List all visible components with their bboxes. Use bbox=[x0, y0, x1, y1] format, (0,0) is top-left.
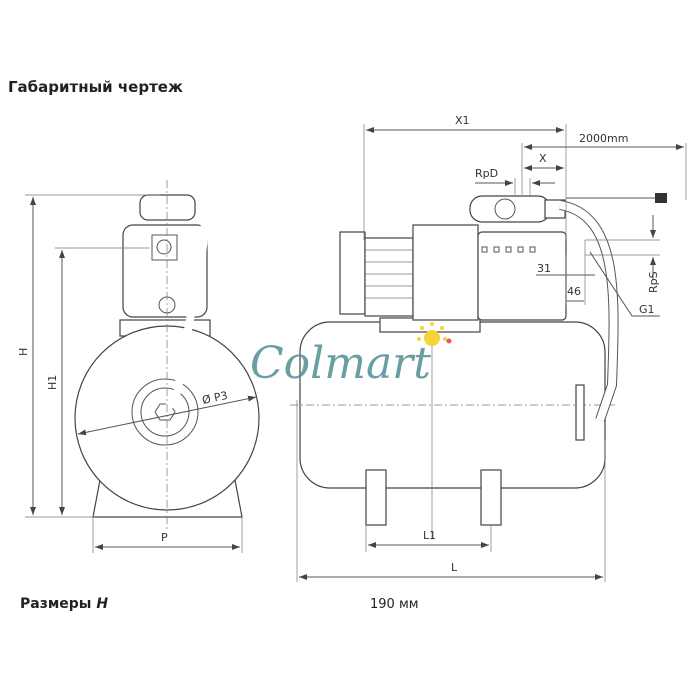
motor-cap bbox=[339, 231, 366, 315]
tank-end bbox=[74, 325, 260, 511]
dimensions-label-text: Размеры bbox=[20, 596, 92, 612]
dim-RpD: RpD bbox=[475, 167, 498, 180]
dim-L: L bbox=[451, 561, 458, 574]
dim-46: 46 bbox=[567, 285, 581, 298]
dim-X1: X1 bbox=[455, 114, 470, 127]
motor bbox=[412, 224, 479, 321]
dim-X: X bbox=[539, 152, 547, 165]
dim-cable: 2000mm bbox=[579, 132, 628, 145]
dim-H1: H1 bbox=[46, 375, 59, 390]
watermark-logo: Colmart bbox=[250, 322, 452, 389]
dim-P: P bbox=[161, 531, 168, 544]
front-view: H H1 P Ø P3 bbox=[17, 180, 260, 553]
pump-housing bbox=[477, 231, 567, 321]
dim-L1: L1 bbox=[423, 529, 436, 542]
dimensions-label-var: H bbox=[96, 596, 109, 612]
dim-31: 31 bbox=[537, 262, 551, 275]
dim-P3: Ø P3 bbox=[201, 389, 229, 407]
dim-G1: G1 bbox=[639, 303, 655, 316]
dimensions-label: Размеры H bbox=[20, 596, 108, 612]
dim-RpS: RpS bbox=[647, 271, 660, 293]
dimension-h-value: 190 мм bbox=[370, 597, 419, 612]
watermark-text: Colmart bbox=[250, 338, 431, 389]
sun-icon bbox=[424, 330, 440, 346]
drawing-title: Габаритный чертеж bbox=[8, 78, 183, 96]
dim-H: H bbox=[17, 348, 30, 356]
side-view: X1 2000mm X RpD 31 46 RpS G1 L1 bbox=[290, 114, 687, 582]
